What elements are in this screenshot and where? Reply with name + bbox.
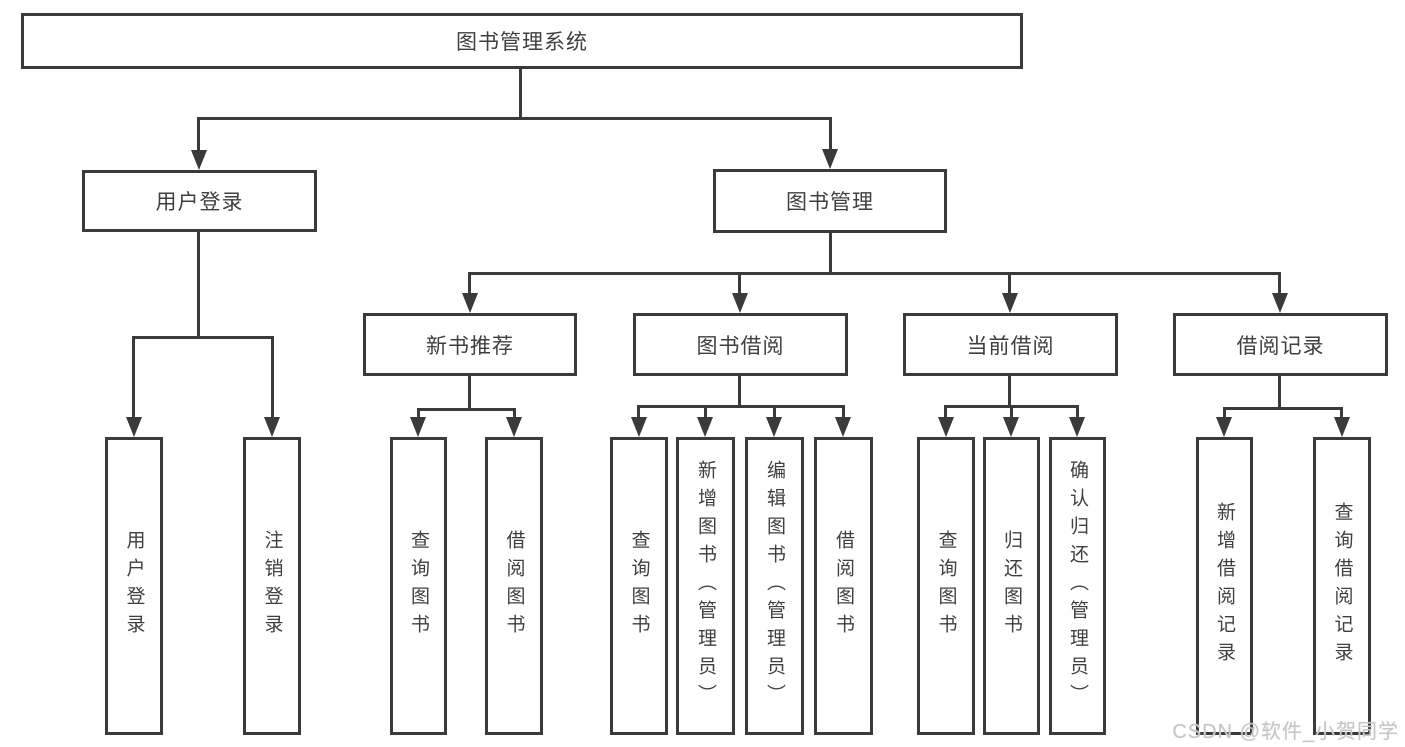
connector-current-borrow-drop xyxy=(1008,376,1011,407)
node-user-login: 用户登录 xyxy=(82,170,317,232)
connector-stub-cb-leaf3 xyxy=(1076,405,1079,420)
node-current-borrow-label: 当前借阅 xyxy=(966,334,1055,358)
node-new-book-recommend-label: 新书推荐 xyxy=(426,334,514,358)
leaf-recommend-query-book: 查询图书 xyxy=(390,437,447,735)
node-root-label: 图书管理系统 xyxy=(456,31,588,54)
leaf-borrow-add-book-admin-label: 新增图书（管理员） xyxy=(695,460,716,712)
leaf-user-login-label: 用户登录 xyxy=(123,530,145,642)
leaf-logout-label: 注销登录 xyxy=(261,530,283,642)
arrowhead-cb-leaf3 xyxy=(1069,417,1085,437)
connector-stub-bb-leaf1 xyxy=(637,405,640,420)
node-borrow-records: 借阅记录 xyxy=(1173,313,1388,376)
arrowhead-user-login xyxy=(191,150,207,170)
leaf-current-return-book: 归还图书 xyxy=(983,437,1040,735)
arrowhead-recommend-leaf1 xyxy=(410,417,426,437)
leaf-user-login: 用户登录 xyxy=(105,437,163,735)
leaf-borrow-add-book-admin: 新增图书（管理员） xyxy=(676,437,735,735)
leaf-recommend-borrow-book-label: 借阅图书 xyxy=(503,530,525,642)
arrowhead-new-book-recommend xyxy=(462,293,478,313)
connector-stub-recommend-leaf2 xyxy=(513,408,516,420)
connector-stub-bb-leaf4 xyxy=(842,405,845,420)
leaf-borrow-borrow-book-label: 借阅图书 xyxy=(833,530,854,642)
leaf-recommend-query-book-label: 查询图书 xyxy=(408,530,429,642)
leaf-current-confirm-return-admin: 确认归还（管理员） xyxy=(1049,437,1106,735)
leaf-borrow-borrow-book: 借阅图书 xyxy=(814,437,873,735)
arrowhead-recommend-leaf2 xyxy=(506,417,522,437)
leaf-records-query-record-label: 查询借阅记录 xyxy=(1331,502,1353,670)
node-current-borrow: 当前借阅 xyxy=(903,313,1118,376)
connector-stub-user-login xyxy=(197,117,200,155)
connector-stub-book-borrow xyxy=(738,272,741,297)
arrowhead-book-borrow xyxy=(732,293,748,313)
connector-stub-br-leaf1 xyxy=(1223,407,1226,420)
connector-book-borrow-rail xyxy=(637,405,844,408)
connector-level3-rail xyxy=(468,272,1281,275)
leaf-borrow-edit-book-admin-label: 编辑图书（管理员） xyxy=(764,460,785,712)
node-user-login-label: 用户登录 xyxy=(155,191,244,214)
node-root: 图书管理系统 xyxy=(21,13,1023,69)
arrowhead-br-leaf1 xyxy=(1216,417,1232,437)
leaf-logout: 注销登录 xyxy=(243,437,301,735)
arrowhead-bb-leaf2 xyxy=(697,417,713,437)
connector-root-drop xyxy=(519,69,522,120)
node-book-borrow: 图书借阅 xyxy=(633,313,848,376)
connector-stub-cb-leaf1 xyxy=(944,405,947,420)
leaf-records-add-record-label: 新增借阅记录 xyxy=(1214,502,1235,670)
connector-stub-book-management xyxy=(829,117,832,154)
connector-stub-cb-leaf2 xyxy=(1010,405,1013,420)
arrowhead-br-leaf2 xyxy=(1334,417,1350,437)
arrowhead-bb-leaf1 xyxy=(631,417,647,437)
leaf-current-return-book-label: 归还图书 xyxy=(1001,530,1022,642)
connector-stub-borrow-records xyxy=(1278,272,1281,297)
csdn-watermark: CSDN @软件_小贺同学 xyxy=(1172,721,1399,743)
arrowhead-borrow-records xyxy=(1272,293,1288,313)
arrowhead-bb-leaf4 xyxy=(835,417,851,437)
connector-book-management-drop xyxy=(829,233,832,274)
arrowhead-book-management xyxy=(822,149,838,169)
connector-stub-current-borrow xyxy=(1008,272,1011,297)
leaf-current-query-book: 查询图书 xyxy=(917,437,975,735)
arrowhead-bb-leaf3 xyxy=(766,417,782,437)
connector-stub-recommend-leaf1 xyxy=(417,408,420,420)
connector-new-book-recommend-rail xyxy=(417,408,516,411)
leaf-records-add-record: 新增借阅记录 xyxy=(1196,437,1253,735)
leaf-recommend-borrow-book: 借阅图书 xyxy=(485,437,543,735)
node-book-borrow-label: 图书借阅 xyxy=(696,334,785,358)
connector-stub-bb-leaf2 xyxy=(704,405,707,420)
connector-user-login-drop xyxy=(197,232,200,338)
arrowhead-current-borrow xyxy=(1002,293,1018,313)
connector-user-login-rail xyxy=(132,336,274,339)
connector-level2-rail xyxy=(198,117,832,120)
connector-borrow-records-rail xyxy=(1223,407,1343,410)
arrowhead-leaf-user-login xyxy=(126,417,142,437)
node-new-book-recommend: 新书推荐 xyxy=(363,313,577,376)
connector-stub-new-book-recommend xyxy=(468,272,471,297)
node-book-management-label: 图书管理 xyxy=(786,191,874,214)
leaf-borrow-query-book-label: 查询图书 xyxy=(628,530,650,642)
connector-stub-leaf-logout xyxy=(271,336,274,420)
connector-stub-leaf-user-login xyxy=(132,336,135,420)
leaf-current-confirm-return-admin-label: 确认归还（管理员） xyxy=(1067,460,1088,712)
connector-stub-bb-leaf3 xyxy=(773,405,776,420)
leaf-records-query-record: 查询借阅记录 xyxy=(1313,437,1371,735)
arrowhead-leaf-logout xyxy=(264,417,280,437)
node-book-management: 图书管理 xyxy=(713,169,947,233)
arrowhead-cb-leaf1 xyxy=(938,417,954,437)
arrowhead-cb-leaf2 xyxy=(1003,417,1019,437)
leaf-current-query-book-label: 查询图书 xyxy=(935,530,957,642)
leaf-borrow-edit-book-admin: 编辑图书（管理员） xyxy=(745,437,804,735)
connector-book-borrow-drop xyxy=(738,376,741,407)
node-borrow-records-label: 借阅记录 xyxy=(1236,334,1325,358)
connector-borrow-records-drop xyxy=(1278,376,1281,409)
connector-stub-br-leaf2 xyxy=(1340,407,1343,420)
leaf-borrow-query-book: 查询图书 xyxy=(610,437,668,735)
connector-new-book-recommend-drop xyxy=(468,376,471,410)
